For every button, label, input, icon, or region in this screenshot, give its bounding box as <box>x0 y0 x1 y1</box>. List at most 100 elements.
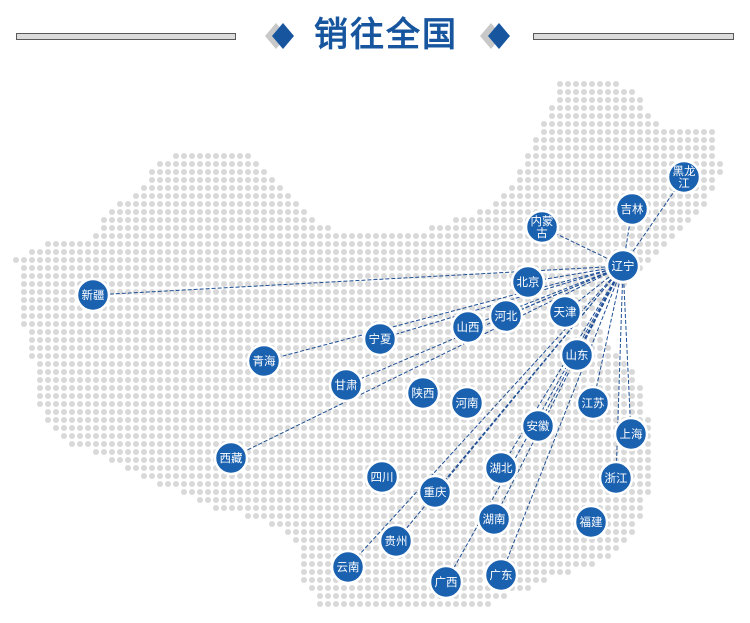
map-dot <box>333 401 339 407</box>
map-dot <box>621 457 627 463</box>
map-dot <box>549 545 555 551</box>
map-dot <box>301 345 307 351</box>
map-dot <box>189 441 195 447</box>
map-dot <box>53 337 59 343</box>
map-dot <box>277 185 283 191</box>
map-dot <box>189 457 195 463</box>
map-dot <box>189 193 195 199</box>
map-dot <box>309 489 315 495</box>
map-dot <box>181 345 187 351</box>
map-dot <box>365 385 371 391</box>
map-dot <box>533 513 539 519</box>
map-dot <box>557 273 563 279</box>
map-dot <box>149 313 155 319</box>
map-dot <box>589 281 595 287</box>
map-dot <box>29 273 35 279</box>
map-dot <box>309 305 315 311</box>
province-node-chongqing: 重庆 <box>417 474 453 510</box>
map-dot <box>45 305 51 311</box>
map-dot <box>517 497 523 503</box>
map-dot <box>29 289 35 295</box>
map-dot <box>301 529 307 535</box>
map-dot <box>501 289 507 295</box>
map-dot <box>397 425 403 431</box>
map-dot <box>429 537 435 543</box>
map-dot <box>421 449 427 455</box>
map-dot <box>421 457 427 463</box>
map-dot <box>277 225 283 231</box>
map-dot <box>165 361 171 367</box>
map-dot <box>213 473 219 479</box>
map-dot <box>109 417 115 423</box>
map-dot <box>117 297 123 303</box>
map-dot <box>357 425 363 431</box>
map-dot <box>597 129 603 135</box>
province-label: 贵州 <box>385 534 408 548</box>
map-dot <box>349 601 355 607</box>
map-dot <box>77 321 83 327</box>
map-dot <box>293 489 299 495</box>
map-dot <box>189 385 195 391</box>
map-dot <box>181 385 187 391</box>
map-dot <box>165 273 171 279</box>
map-dot <box>357 529 363 535</box>
map-dot <box>509 529 515 535</box>
map-dot <box>37 321 43 327</box>
map-dot <box>133 257 139 263</box>
map-dot <box>229 201 235 207</box>
map-dot <box>157 393 163 399</box>
map-dot <box>589 377 595 383</box>
map-dot <box>325 473 331 479</box>
map-dot <box>573 545 579 551</box>
map-dot <box>557 553 563 559</box>
map-dot <box>173 233 179 239</box>
map-dot <box>565 449 571 455</box>
map-dot <box>141 425 147 431</box>
map-dot <box>533 337 539 343</box>
map-dot <box>189 337 195 343</box>
map-dot <box>461 369 467 375</box>
map-dot <box>237 209 243 215</box>
map-dot <box>525 393 531 399</box>
map-dot <box>133 241 139 247</box>
map-dot <box>157 329 163 335</box>
map-dot <box>549 257 555 263</box>
map-dot <box>549 481 555 487</box>
map-dot <box>133 297 139 303</box>
map-dot <box>605 497 611 503</box>
map-dot <box>317 353 323 359</box>
map-dot <box>149 393 155 399</box>
map-dot <box>605 129 611 135</box>
map-dot <box>397 369 403 375</box>
map-dot <box>197 345 203 351</box>
province-node-hubei: 湖北 <box>483 450 519 486</box>
map-dot <box>381 257 387 263</box>
map-dot <box>485 537 491 543</box>
map-dot <box>469 513 475 519</box>
map-dot <box>557 545 563 551</box>
map-dot <box>349 417 355 423</box>
map-dot <box>525 369 531 375</box>
map-dot <box>133 409 139 415</box>
map-dot <box>581 81 587 87</box>
map-dot <box>149 297 155 303</box>
map-dot <box>229 393 235 399</box>
map-dot <box>45 361 51 367</box>
map-dot <box>589 433 595 439</box>
map-dot <box>117 377 123 383</box>
map-dot <box>189 257 195 263</box>
map-dot <box>405 257 411 263</box>
map-dot <box>589 481 595 487</box>
map-dot <box>573 553 579 559</box>
map-dot <box>141 313 147 319</box>
map-dot <box>581 257 587 263</box>
map-dot <box>485 601 491 607</box>
map-dot <box>461 481 467 487</box>
map-dot <box>437 521 443 527</box>
map-dot <box>445 385 451 391</box>
map-dot <box>637 481 643 487</box>
page-title: 销往全国 <box>314 15 458 55</box>
map-dot <box>157 161 163 167</box>
map-dot <box>445 361 451 367</box>
map-dot <box>413 297 419 303</box>
